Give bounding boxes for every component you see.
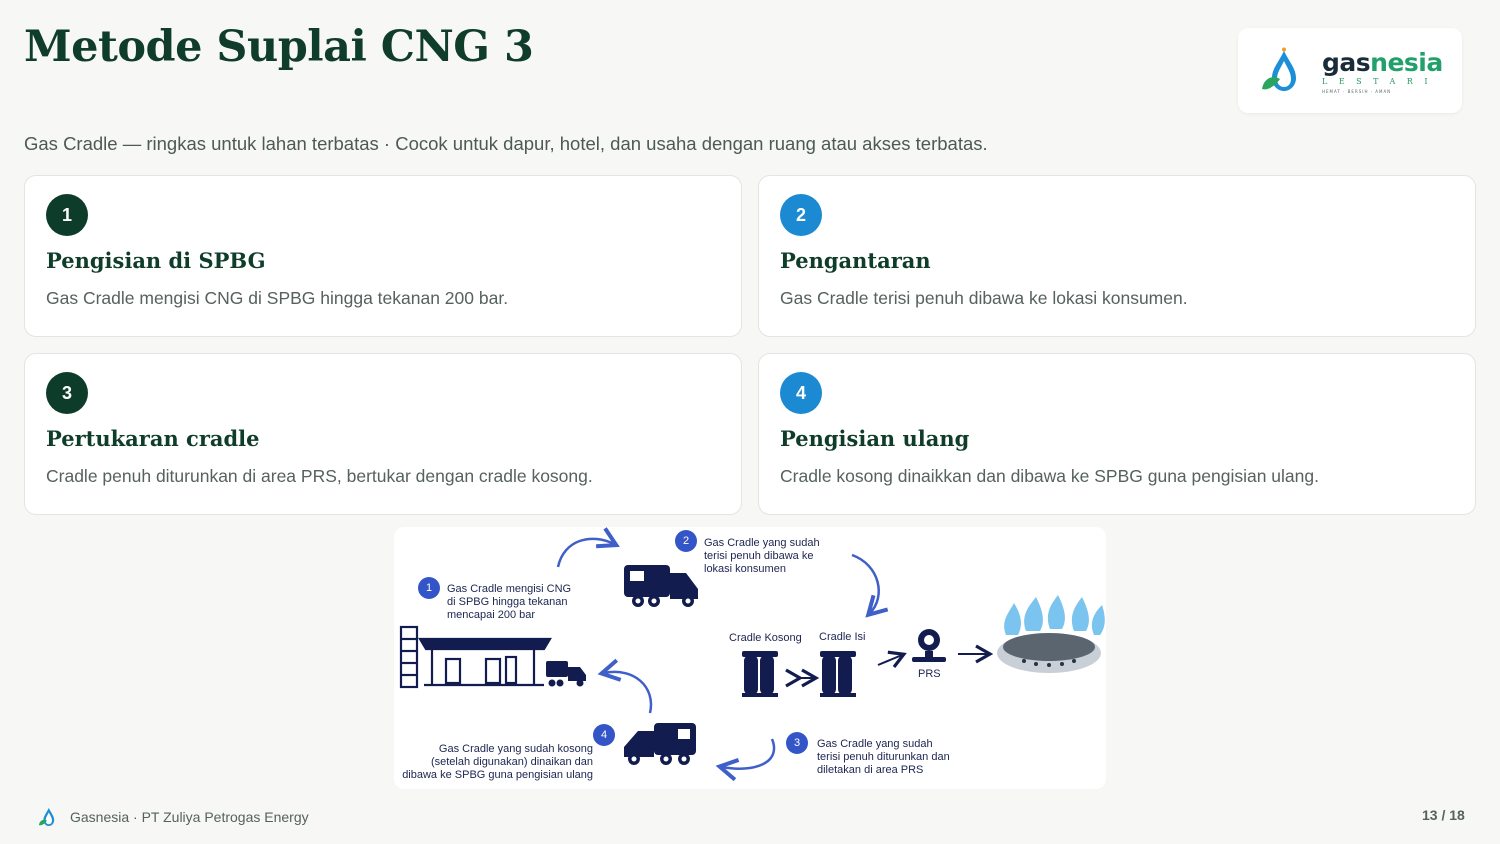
page-title: Metode Suplai CNG 3 <box>24 22 534 72</box>
full-cradle-icon <box>820 651 856 697</box>
footer-logo-icon <box>38 808 55 826</box>
diagram-step-num-1: 1 <box>418 577 440 599</box>
return-truck-icon <box>624 723 696 765</box>
empty-cradle-icon <box>742 651 778 697</box>
diagram-step-num-2: 2 <box>675 530 697 552</box>
step-description: Cradle penuh diturunkan di area PRS, ber… <box>46 466 593 486</box>
flow-arrow-2-to-3 <box>851 553 889 618</box>
logo-subtext: LESTARI <box>1322 77 1439 86</box>
diagram-step-num-3: 3 <box>786 732 808 754</box>
step-card-1: 1 Pengisian di SPBG Gas Cradle mengisi C… <box>24 175 742 337</box>
step-card-3: 3 Pertukaran cradle Cradle penuh diturun… <box>24 353 742 515</box>
delivery-truck-icon <box>624 565 698 607</box>
brand-logo: gasnesia LESTARI HEMAT · BERSIH · AMAN <box>1238 28 1462 113</box>
step-description: Cradle kosong dinaikkan dan dibawa ke SP… <box>780 466 1319 486</box>
step-badge: 4 <box>780 372 822 414</box>
cradle-full-label: Cradle Isi <box>819 631 866 643</box>
prs-gauge-icon <box>912 629 946 662</box>
footer-company: Gasnesia · PT Zuliya Petrogas Energy <box>70 809 309 825</box>
step-title: Pertukaran cradle <box>46 426 260 451</box>
step-card-4: 4 Pengisian ulang Cradle kosong dinaikka… <box>758 353 1476 515</box>
page-number: 13 / 18 <box>1422 807 1465 823</box>
cradle-empty-label: Cradle Kosong <box>729 632 802 644</box>
logo-tagline: HEMAT · BERSIH · AMAN <box>1322 89 1392 94</box>
flow-arrow-3-to-4 <box>715 738 776 782</box>
drop-leaf-icon <box>1262 47 1296 91</box>
cradle-to-prs-arrow <box>877 650 907 668</box>
diagram-illustration <box>399 527 1105 782</box>
step-title: Pengantaran <box>780 248 931 273</box>
flow-arrow-4-to-1 <box>597 658 653 714</box>
page-subtitle: Gas Cradle — ringkas untuk lahan terbata… <box>24 133 988 154</box>
step-badge: 2 <box>780 194 822 236</box>
diagram-step-4-text: Gas Cradle yang sudah kosong(setelah dig… <box>402 743 593 781</box>
flow-arrow-1-to-2 <box>556 527 620 568</box>
step-badge: 3 <box>46 372 88 414</box>
step-description: Gas Cradle terisi penuh dibawa ke lokasi… <box>780 288 1188 308</box>
gas-burner-icon <box>997 595 1105 673</box>
logo-wordmark: gasnesia <box>1322 48 1443 77</box>
step-card-2: 2 Pengantaran Gas Cradle terisi penuh di… <box>758 175 1476 337</box>
diagram-step-num-4: 4 <box>593 724 615 746</box>
small-truck-icon <box>546 661 586 687</box>
step-badge: 1 <box>46 194 88 236</box>
prs-label: PRS <box>918 668 941 680</box>
step-description: Gas Cradle mengisi CNG di SPBG hingga te… <box>46 288 509 308</box>
gas-station-icon <box>399 625 552 689</box>
step-title: Pengisian ulang <box>780 426 970 451</box>
step-title: Pengisian di SPBG <box>46 248 266 273</box>
